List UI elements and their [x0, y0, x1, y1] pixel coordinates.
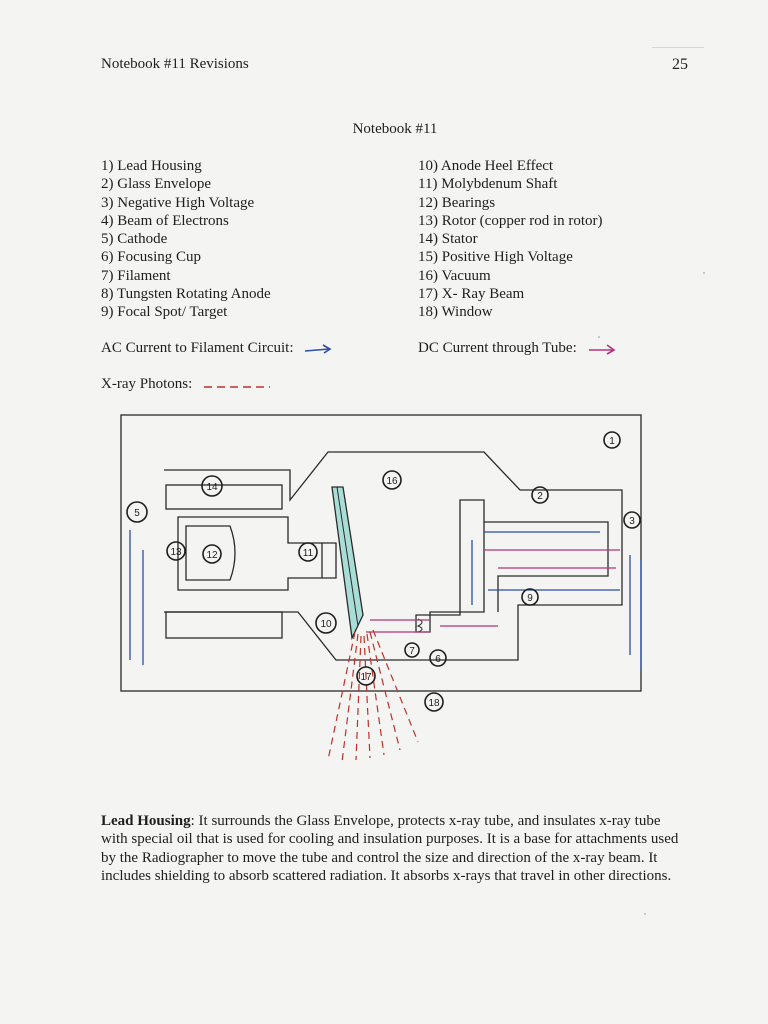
callout-label: 16: [386, 476, 398, 487]
callout-1: 1: [603, 431, 621, 449]
page-number: 25: [672, 56, 688, 73]
rotor-outline: [185, 525, 236, 581]
parts-list-item: 15) Positive High Voltage: [418, 249, 573, 266]
xray-photons-label: X-ray Photons:: [101, 376, 193, 392]
dc-current-key: DC Current through Tube:: [418, 340, 619, 357]
parts-list-item: 9) Focal Spot/ Target: [101, 304, 228, 321]
callout-11: 11: [298, 542, 318, 562]
magenta-arrow-icon: [588, 343, 616, 355]
callout-label: 2: [537, 491, 543, 502]
stator-outline: [165, 484, 283, 510]
parts-list-item: 7) Filament: [101, 267, 171, 284]
callout-label: 3: [629, 516, 635, 527]
stray-mark: [598, 336, 600, 338]
parts-list-item: 2) Glass Envelope: [101, 176, 211, 193]
parts-list-item: 11) Molybdenum Shaft: [418, 176, 558, 193]
callout-label: 5: [134, 508, 140, 519]
stray-mark: [703, 272, 705, 274]
ac-current-arrows: [129, 530, 642, 670]
parts-list-item: 5) Cathode: [101, 231, 168, 248]
ac-current-key: AC Current to Filament Circuit:: [101, 340, 335, 357]
callout-label: 18: [428, 698, 440, 709]
parts-list-item: 16) Vacuum: [418, 267, 491, 284]
xray-photons-key: X-ray Photons:: [101, 376, 272, 393]
anode-edge: [336, 486, 359, 627]
callout-label: 6: [435, 654, 441, 665]
glass-envelope-outline: [164, 451, 623, 661]
filament: [416, 618, 423, 633]
parts-list-item: 6) Focusing Cup: [101, 249, 202, 266]
cathode-outline: [415, 499, 485, 633]
callout-7: 7: [404, 642, 420, 658]
callout-label: 9: [527, 593, 533, 604]
tungsten-anode: [331, 486, 364, 641]
page-header-title: Notebook #11 Revisions: [101, 56, 249, 72]
dc-current-arrows: [366, 549, 620, 633]
parts-list-item: 12) Bearings: [418, 194, 496, 211]
callout-18: 18: [424, 692, 444, 712]
callout-label: 1: [609, 436, 615, 447]
lead-housing-description: Lead Housing: It surrounds the Glass Env…: [101, 812, 681, 886]
parts-list-item: 4) Beam of Electrons: [101, 212, 229, 229]
callout-label: 10: [320, 619, 332, 630]
callout-13: 13: [166, 541, 186, 561]
callout-10: 10: [315, 612, 337, 634]
parts-list-item: 13) Rotor (copper rod in rotor): [418, 212, 603, 229]
blue-arrow-icon: [305, 343, 333, 354]
dashed-line-icon: [204, 385, 271, 388]
ac-current-label: AC Current to Filament Circuit:: [101, 340, 294, 356]
callout-label: 11: [303, 548, 314, 559]
lead-housing-outline: [120, 414, 642, 692]
callout-5: 5: [126, 501, 148, 523]
parts-list-item: 14) Stator: [418, 231, 478, 248]
parts-list-right: 10) Anode Heel Effect 11) Molybdenum Sha…: [418, 157, 603, 322]
callout-label: 17: [360, 672, 372, 683]
callout-3: 3: [623, 511, 641, 529]
parts-list-item: 17) X- Ray Beam: [418, 286, 525, 303]
callout-12: 12: [202, 544, 222, 564]
parts-list-item: 3) Negative High Voltage: [101, 194, 255, 211]
callout-6: 6: [429, 649, 447, 667]
callout-label: 7: [409, 646, 415, 657]
xray-beam: [327, 629, 419, 763]
description-text: : It surrounds the Glass Envelope, prote…: [101, 813, 679, 885]
callout-label: 14: [206, 482, 218, 493]
document-title: Notebook #11: [352, 121, 438, 137]
description-term: Lead Housing: [101, 813, 191, 829]
parts-list-item: 1) Lead Housing: [101, 158, 202, 174]
callout-16: 16: [382, 470, 402, 490]
stray-mark: [644, 913, 646, 915]
parts-list-item: 8) Tungsten Rotating Anode: [101, 286, 271, 303]
callout-label: 13: [170, 547, 182, 558]
callout-2: 2: [531, 486, 549, 504]
parts-list-item: 18) Window: [418, 304, 493, 321]
parts-list-item: 10) Anode Heel Effect: [418, 158, 554, 174]
stator-lower-outline: [165, 611, 283, 639]
xray-tube-diagram: 1 2 3 5 6 7 9 10 11 12 13 14 16 17 18: [120, 414, 642, 763]
rotor-housing-outline: [177, 516, 323, 591]
header-rule: [652, 47, 704, 48]
parts-list-left: 1) Lead Housing 2) Glass Envelope 3) Neg…: [101, 157, 271, 322]
anode-shaft-outline: [322, 542, 337, 579]
dc-current-label: DC Current through Tube:: [418, 340, 577, 356]
callout-label: 12: [206, 550, 218, 561]
callout-17: 17: [356, 666, 376, 686]
callout-14: 14: [201, 475, 223, 497]
cathode-arm-outline: [484, 521, 609, 612]
callout-9: 9: [521, 588, 539, 606]
